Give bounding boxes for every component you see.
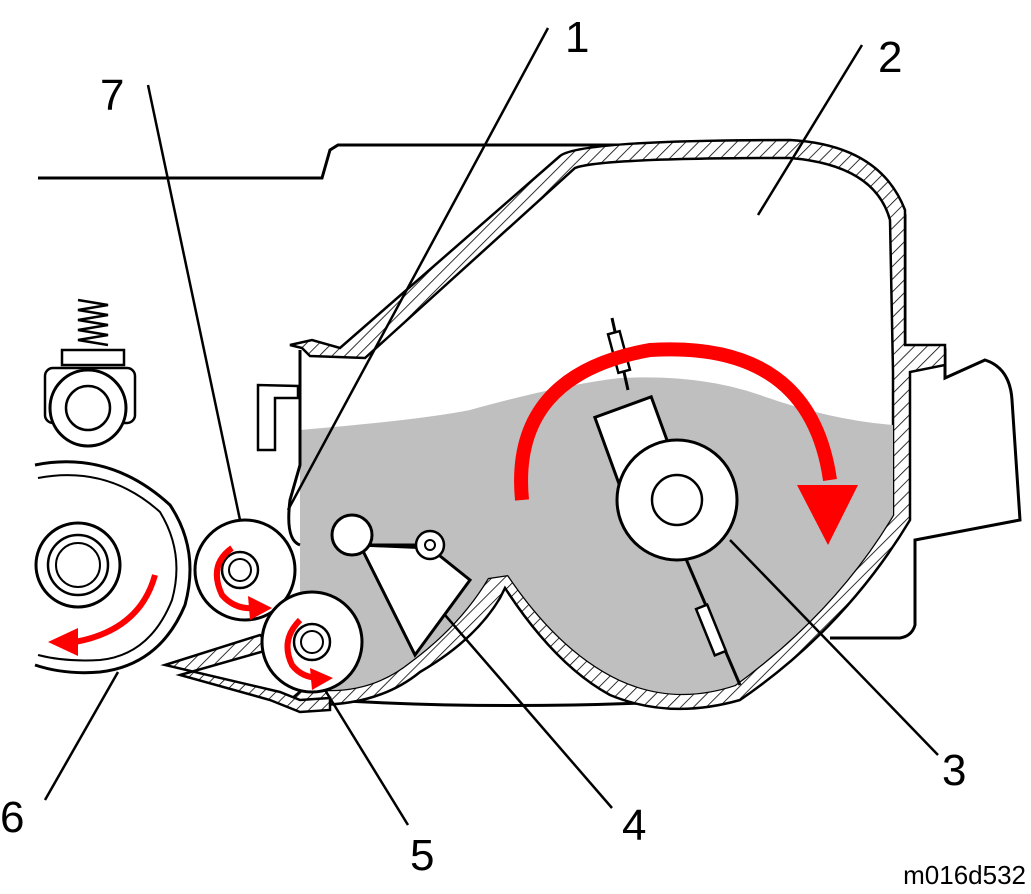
leader-line-5 bbox=[323, 689, 410, 826]
leader-line-7 bbox=[146, 84, 242, 521]
drum bbox=[34, 460, 192, 675]
toner-fill bbox=[300, 377, 893, 694]
leader-line-6 bbox=[43, 671, 120, 801]
rotation-arrow-agitator bbox=[514, 342, 837, 501]
leader-line-3 bbox=[729, 539, 939, 756]
rotation-arrow-supply-roller bbox=[284, 617, 321, 681]
rotation-arrow-dev-roller bbox=[213, 545, 256, 612]
leader-line-1 bbox=[286, 27, 550, 511]
callout-7: 7 bbox=[100, 71, 124, 120]
supply-blade bbox=[330, 513, 473, 658]
figure-id: m016d532 bbox=[903, 860, 1026, 890]
leader-line-2 bbox=[756, 44, 864, 216]
callout-4: 4 bbox=[622, 801, 646, 850]
callout-6: 6 bbox=[0, 793, 24, 842]
callout-3: 3 bbox=[942, 746, 966, 795]
pressure-roller-top bbox=[43, 298, 137, 448]
hopper-bracket bbox=[256, 383, 300, 452]
rotation-arrow-supply-roller-head bbox=[310, 668, 333, 690]
rotation-arrow-agitator-head bbox=[797, 485, 858, 545]
hopper-inner-left-wall bbox=[287, 350, 302, 547]
rotation-arrow-dev-roller-head bbox=[248, 596, 272, 620]
rotation-arrow-drum bbox=[74, 574, 158, 645]
callout-1: 1 bbox=[565, 13, 589, 62]
rotation-arrow-drum-head bbox=[48, 628, 78, 656]
supply-roller bbox=[260, 590, 364, 694]
leader-line-4 bbox=[444, 614, 613, 809]
top-frame-line bbox=[38, 143, 800, 180]
callout-5: 5 bbox=[410, 831, 434, 880]
callout-2: 2 bbox=[878, 33, 902, 82]
